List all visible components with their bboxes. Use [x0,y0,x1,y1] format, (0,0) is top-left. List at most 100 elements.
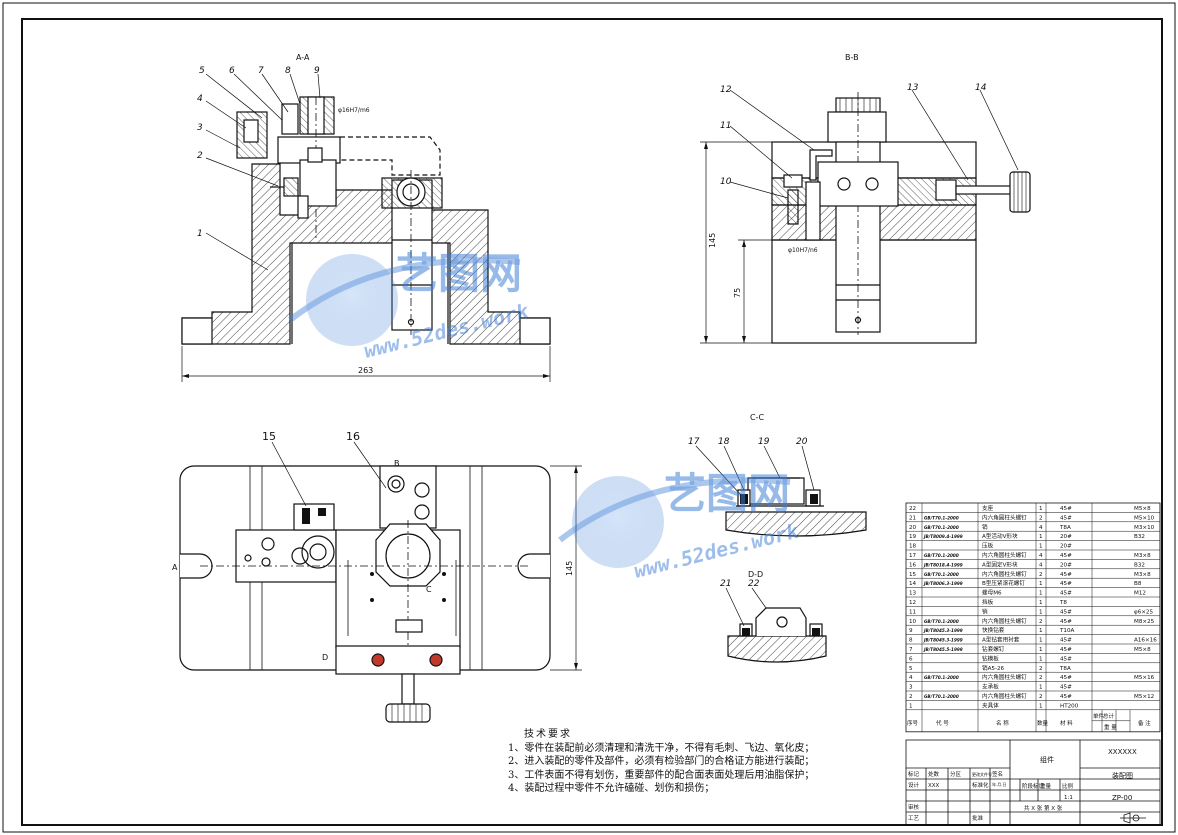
dim-plan-height: 145 [565,561,574,576]
dim-bb-fit: φ10H7/n6 [788,247,818,254]
dim-aa-fit: φ16H7/m6 [338,107,370,114]
bom-name: 螺母M6 [982,589,1002,597]
section-mark-a: A [172,563,178,572]
bom-code: JB/T8006.3-1999 [923,581,963,586]
tech-req-title: 技术要求 [524,729,572,740]
bom-header-qty: 数量 [1037,719,1049,727]
bom-header-single: 单件 [1093,712,1105,720]
view-section-bb: B-B 145 [700,53,1031,344]
bom-header-weight: 重 量 [1104,723,1117,731]
bom-note: M12 [1134,591,1146,597]
bom-code: JB/T8018.4-1999 [923,562,963,567]
bom-material: T10A [1059,628,1075,634]
bom-no: 21 [909,515,917,521]
view-plan: 145 B A C D 15 16 [172,430,582,723]
balloon-15: 15 [262,430,276,443]
bom-code: GB/T70.1-2000 [924,675,959,680]
bom-material: 45# [1060,694,1072,700]
bom-note: M5×8 [1134,506,1151,512]
bom-note: M8×25 [1134,619,1155,625]
bom-name: 销A5-26 [982,664,1005,672]
balloon-4: 4 [197,94,203,104]
bom-qty: 2 [1039,675,1043,681]
tb-std-label: 标准化 [972,781,989,789]
bom-material: 20# [1060,544,1072,550]
balloon-14: 14 [975,83,987,93]
bom-header-no: 序号 [907,719,919,727]
tb-mark-label: 标记 [908,770,920,778]
title-block: 组件 XXXXXX 装配图 ZP-00 阶段标记 重量 比例 1:1 共 X 张… [905,739,1161,826]
tb-sign-label: 签名 [992,770,1003,778]
tech-req-line-2: 2、进入装配的零件及部件，必须有检验部门的合格证方能进行装配； [508,756,815,768]
tech-req-line-3: 3、工件表面不得有划伤，重要部件的配合面表面处理后用油脂保护； [508,769,815,781]
tb-approve-label: 批准 [972,814,984,822]
bom-name: 支承板 [982,683,999,691]
balloon-17: 17 [688,437,700,447]
bom-name: 内六角圆柱头螺钉 [982,617,1027,625]
bom-code: GB/T70.1-2000 [924,619,959,624]
bom-note: φ6×25 [1134,609,1153,615]
view-label-aa: A-A [296,53,310,62]
bom-no: 8 [909,638,913,644]
bom-material: 45# [1060,638,1072,644]
balloon-8: 8 [285,66,291,76]
bom-name: 挡板 [982,598,994,606]
tb-process-label: 工艺 [908,815,920,822]
balloon-12: 12 [720,85,732,95]
bom-no: 18 [909,544,917,550]
tb-code: ZP-00 [1112,794,1132,802]
tb-company: XXXXXX [1108,748,1137,756]
bom-qty: 1 [1039,638,1043,644]
tb-drawing: 装配图 [1112,771,1133,780]
balloon-13: 13 [907,83,919,93]
tech-req-line-4: 4、装配过程中零件不允许磕碰、划伤和损伤； [508,783,715,795]
bom-code: GB/T70.1-2000 [924,553,959,558]
bom-material: 45# [1060,685,1072,691]
bom-qty: 1 [1039,628,1043,634]
bom-no: 17 [909,553,917,559]
bom-code: JB/T8009.4-1999 [923,534,963,539]
bom-qty: 2 [1039,515,1043,521]
dim-bb-inner: 75 [733,288,742,298]
bom-qty: 2 [1039,572,1043,578]
bom-name: 内六角圆柱头螺钉 [982,692,1027,700]
bom-name: 内六角圆柱头螺钉 [982,673,1027,681]
bom-name: 压板 [982,542,994,550]
tb-scale: 1:1 [1064,795,1073,801]
bom-name: A型固定V形块 [982,560,1018,568]
bom-name: 支座 [982,504,994,512]
bom-no: 7 [909,647,913,653]
bom-material: 20# [1060,562,1072,568]
bom-qty: 1 [1039,534,1043,540]
technical-requirements: 技术要求 1、零件在装配前必须清理和清洗干净，不得有毛刺、飞边、氧化皮； 2、进… [508,728,838,796]
bom-note: M3×8 [1134,572,1151,578]
bom-name: 钻模板 [982,654,999,662]
bom-name: 销 [982,607,988,615]
bom-material: 45# [1060,619,1072,625]
balloon-5: 5 [199,66,205,76]
bom-name: 内六角圆柱头螺钉 [982,551,1027,559]
bom-name: A型钻套用衬套 [982,636,1020,644]
bom-material: 45# [1060,647,1072,653]
bom-header-note: 备 注 [1138,719,1151,727]
bom-code: GB/T70.1-2000 [924,572,959,577]
view-label-cc: C-C [750,413,764,422]
bom-qty: 1 [1039,544,1043,550]
bom-header-total: 总计 [1103,712,1115,720]
bom-material: 45# [1060,656,1072,662]
bom-note: B32 [1134,562,1145,568]
tb-date-label: 年.月.日 [992,781,1007,787]
bom-qty: 4 [1039,562,1043,568]
bom-name: B型压紧滚花螺钉 [982,579,1025,587]
tb-designer-label: 设计 [908,781,920,789]
balloon-1: 1 [197,229,203,239]
bom-material: 20# [1060,534,1072,540]
inner-border [21,18,1163,826]
bom-material: T8A [1059,666,1071,672]
balloon-6: 6 [229,66,235,76]
balloon-16: 16 [346,430,360,443]
bom-no: 11 [909,609,917,615]
bom-name: 夹具体 [982,701,999,709]
